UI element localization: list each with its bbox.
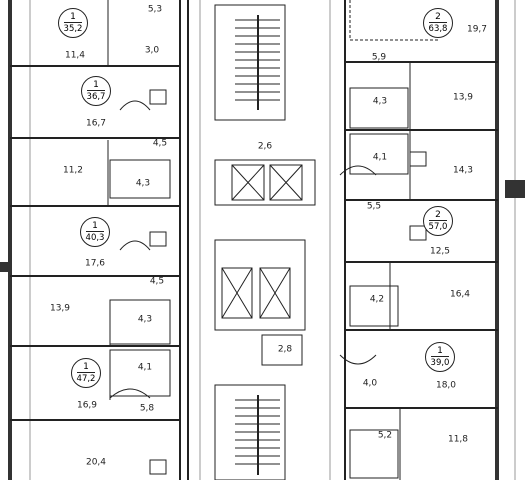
- room-area: 5,9: [371, 52, 387, 63]
- room-area: 2,6: [257, 141, 273, 152]
- room-area: 11,2: [62, 165, 84, 176]
- room-area: 4,0: [362, 378, 378, 389]
- room-area: 17,6: [84, 258, 106, 269]
- room-area: 4,3: [137, 314, 153, 325]
- room-area: 5,3: [147, 4, 163, 15]
- room-area: 2,8: [277, 344, 293, 355]
- room-area: 16,4: [449, 289, 471, 300]
- room-area: 3,0: [144, 45, 160, 56]
- room-area: 11,8: [447, 434, 469, 445]
- room-area: 13,9: [452, 92, 474, 103]
- room-area: 4,5: [149, 276, 165, 287]
- room-area: 5,8: [139, 403, 155, 414]
- room-area: 4,1: [372, 152, 388, 163]
- room-area: 19,7: [466, 24, 488, 35]
- room-area: 14,3: [452, 165, 474, 176]
- room-area: 5,2: [377, 430, 393, 441]
- room-area: 13,9: [49, 303, 71, 314]
- room-area: 4,1: [137, 362, 153, 373]
- room-area: 16,9: [76, 400, 98, 411]
- room-area: 20,4: [85, 457, 107, 468]
- room-area: 12,5: [429, 246, 451, 257]
- room-area: 4,3: [135, 178, 151, 189]
- room-area: 18,0: [435, 380, 457, 391]
- room-area: 4,2: [369, 294, 385, 305]
- room-area: 5,5: [366, 201, 382, 212]
- room-area: 16,7: [85, 118, 107, 129]
- room-area: 4,3: [372, 96, 388, 107]
- room-area: 11,4: [64, 50, 86, 61]
- room-area: 4,5: [152, 138, 168, 149]
